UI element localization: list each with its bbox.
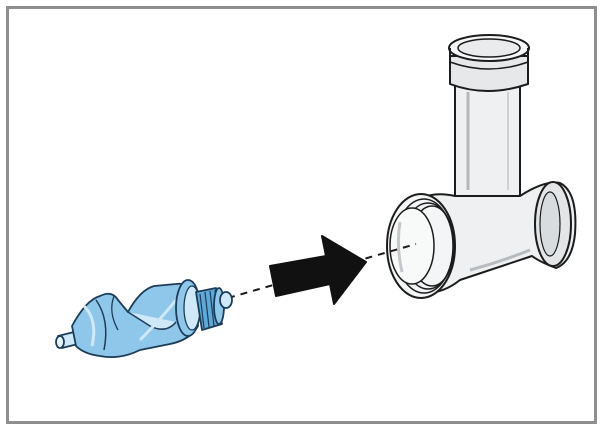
worm-shaft: [55, 279, 233, 359]
insert-arrow: [269, 235, 367, 305]
shaft-end: [219, 291, 233, 309]
feed-tube-collar: [449, 55, 529, 92]
grinder-housing: [386, 34, 577, 299]
barrel-opening: [389, 207, 435, 285]
